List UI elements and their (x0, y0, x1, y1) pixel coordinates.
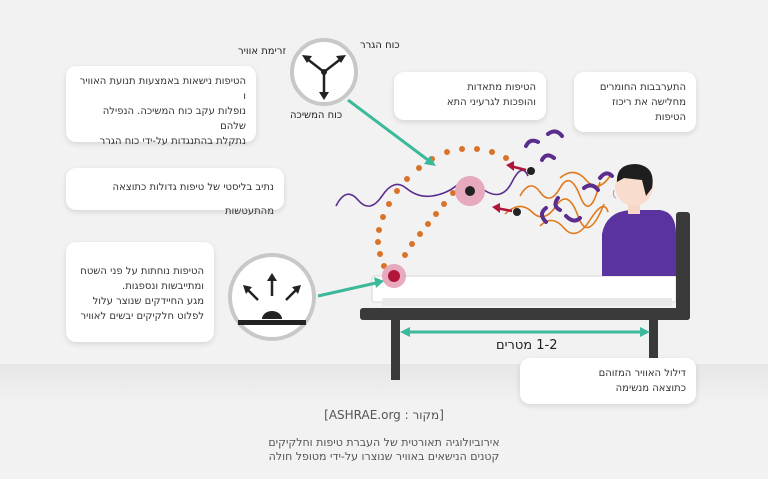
label-friction-force: כוח הגרר (360, 40, 400, 51)
box-drops-air-flow: הטיפות נישאות באמצעות תנועת האוויר ו נופ… (66, 66, 256, 147)
label-gravity: כוח המשיכה (290, 110, 343, 121)
box-dilution: דילול האוויר המזוהם כתוצאה מנשימה (520, 358, 696, 404)
box-ballistic-path: נתיב בליסטי של טיפות גדולות כתוצאה מהתעט… (66, 168, 284, 217)
label-distance: 1-2 מטרים (496, 338, 558, 353)
box-drops-evaporate: הטיפות מתאדות והופכות לגרעיני התא (394, 72, 546, 120)
large-droplet (455, 176, 485, 206)
box-drops-land: הטיפות נוחתות על פני השטח ומתייבשות ונספ… (66, 242, 214, 342)
surface-diagram (228, 253, 316, 341)
force-diagram (290, 38, 358, 106)
distance-arrow (400, 327, 650, 337)
landing-droplet (382, 264, 406, 288)
teal-pointers (317, 98, 436, 298)
figure-caption: אירוביולוגיה תאורטית של העברת טיפות וחלק… (268, 436, 500, 463)
label-air-flow: זרימת אוויר (238, 46, 286, 57)
air-flow-squiggle (335, 169, 529, 207)
box-air-interference: התערבבות החומרים מחלישה את ריכוז הטיפות (574, 72, 696, 132)
ballistic-droplet-path (375, 146, 509, 269)
bed (360, 212, 690, 380)
patient (602, 164, 676, 276)
small-droplets (492, 161, 535, 216)
turbulence-arrows (524, 129, 614, 224)
source-credit: [מקור : ASHRAE.org] (324, 408, 444, 422)
